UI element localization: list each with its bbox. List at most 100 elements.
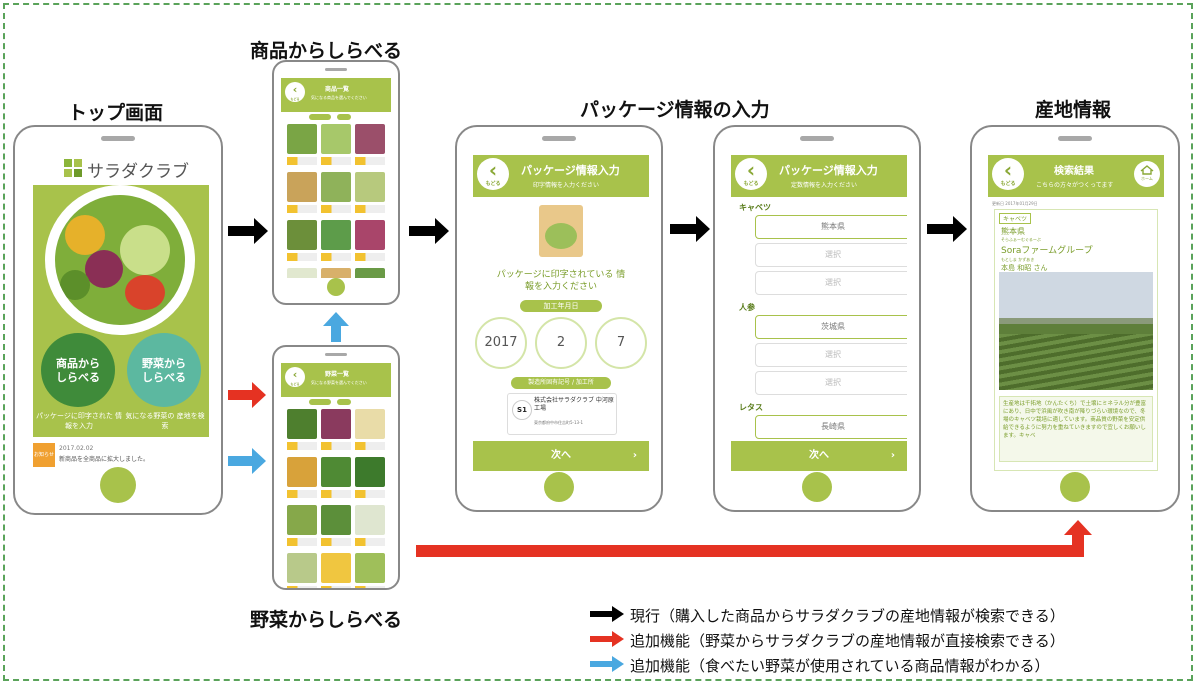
veg-thumbnail[interactable]	[287, 409, 317, 439]
year-input[interactable]: 2017	[475, 317, 527, 369]
legend-added-veg-text: 追加機能（野菜からサラダクラブの産地情報が直接検索できる）	[630, 632, 1065, 650]
origin-field[interactable]: 選択	[755, 243, 907, 267]
phone-home-button[interactable]	[544, 472, 574, 502]
veg-thumbnail[interactable]	[287, 457, 317, 487]
phone-package-1: ‹もどる パッケージ情報入力 印字情報を入力ください パッケージに印字されている…	[455, 125, 663, 512]
origin-pref: 熊本県	[1001, 227, 1025, 236]
origin-field[interactable]: 選択	[755, 343, 907, 367]
product-thumbnail[interactable]	[355, 124, 385, 154]
filter-pill[interactable]	[337, 399, 351, 405]
product-thumbnail[interactable]	[321, 124, 351, 154]
product-thumbnail-caption	[321, 253, 351, 261]
back-button[interactable]: ‹もどる	[735, 158, 767, 190]
chevron-right-icon: ›	[890, 450, 895, 461]
month-input[interactable]: 2	[535, 317, 587, 369]
product-thumbnail[interactable]	[355, 172, 385, 202]
product-thumbnail[interactable]	[287, 220, 317, 250]
factory-address: 東京都府中市住吉町5-13-1	[534, 420, 584, 425]
origin-header: ‹もどる 検索結果 こちらの方々がつくってます ホーム	[988, 155, 1164, 197]
black-arrow-icon	[590, 606, 624, 622]
origin-card: キャベツ 熊本県 そらふぁーむぐるーぷ Soraファームグループ もとしま かず…	[994, 209, 1158, 471]
product-thumbnail-caption	[321, 205, 351, 213]
veg-tag: キャベツ	[999, 213, 1032, 224]
product-thumbnail-caption	[287, 253, 317, 261]
phone-speaker	[325, 68, 347, 71]
veggie-photo	[55, 195, 185, 325]
veg-thumbnail[interactable]	[321, 409, 351, 439]
product-thumbnail-caption	[321, 157, 351, 165]
veg-thumbnail-caption	[287, 538, 317, 546]
phone-speaker	[325, 353, 347, 356]
date-label: 加工年月日	[520, 300, 602, 312]
farm-description: 生産地は千拓地（かんたくち）で土壌にミネラル分が豊富にあり、日中で浜風が吹き南が…	[999, 396, 1153, 462]
phone-speaker	[1058, 136, 1092, 141]
veg-screen: ‹もどる 野菜一覧 気になる野菜を選んでください	[281, 363, 391, 588]
blue-arrow-icon	[590, 656, 624, 672]
title-veg: 野菜からしらべる	[250, 609, 403, 631]
origin-field[interactable]: 長崎県	[755, 415, 907, 439]
veg-thumbnail-caption	[287, 490, 317, 498]
product-thumbnail[interactable]	[321, 220, 351, 250]
product-thumbnail[interactable]	[321, 172, 351, 202]
product-thumbnail-caption	[287, 157, 317, 165]
phone-package-2: ‹もどる パッケージ情報入力 定数情報を入力ください キャベツ 熊本県 選択 選…	[713, 125, 921, 512]
product-thumbnail[interactable]	[355, 268, 385, 278]
caption-veg: 気になる野菜の 産地を検索	[125, 412, 205, 430]
veg-thumbnail[interactable]	[287, 553, 317, 583]
back-button[interactable]: ‹もどる	[477, 158, 509, 190]
brand-name: サラダクラブ	[87, 162, 189, 182]
origin-field[interactable]: 熊本県	[755, 215, 907, 239]
group-name: Soraファームグループ	[1001, 246, 1093, 256]
product-thumbnail[interactable]	[321, 268, 351, 278]
origin-sub: こちらの方々がつくってます	[1036, 182, 1114, 189]
origin-field[interactable]: 茨城県	[755, 315, 907, 339]
filter-pill[interactable]	[309, 114, 331, 120]
product-thumbnail[interactable]	[287, 268, 317, 278]
origin-field[interactable]: 選択	[755, 371, 907, 395]
product-thumbnail[interactable]	[355, 220, 385, 250]
phone-home-button[interactable]	[327, 278, 345, 296]
update-date: 更新日 2017年01月29日	[992, 201, 1038, 206]
home-button[interactable]: ホーム	[1134, 161, 1160, 187]
phone-home-button[interactable]	[802, 472, 832, 502]
filter-pill[interactable]	[309, 399, 331, 405]
veg-thumbnail[interactable]	[355, 553, 385, 583]
phone-home-button[interactable]	[1060, 472, 1090, 502]
back-button[interactable]: ‹もどる	[992, 158, 1024, 190]
day-input[interactable]: 7	[595, 317, 647, 369]
filter-pill[interactable]	[337, 114, 351, 120]
phone-home-button[interactable]	[100, 467, 136, 503]
veg-thumbnail[interactable]	[355, 505, 385, 535]
veg-thumbnail[interactable]	[355, 457, 385, 487]
veg-thumbnail-caption	[321, 442, 351, 450]
products-header-title: 商品一覧	[325, 86, 350, 93]
package-2-header: ‹もどる パッケージ情報入力 定数情報を入力ください	[731, 155, 907, 197]
veg-thumbnail[interactable]	[321, 553, 351, 583]
search-by-veg-button[interactable]: 野菜から しらべる	[127, 333, 201, 407]
veg-thumbnail-caption	[355, 586, 385, 588]
product-thumbnail[interactable]	[287, 172, 317, 202]
next-button[interactable]: 次へ ›	[473, 441, 649, 471]
next-button[interactable]: 次へ ›	[731, 441, 907, 471]
back-button[interactable]: ‹もどる	[285, 367, 305, 387]
product-thumbnail-caption	[287, 205, 317, 213]
veg-thumbnail[interactable]	[321, 505, 351, 535]
next-label: 次へ	[551, 450, 571, 461]
product-thumbnail[interactable]	[287, 124, 317, 154]
package-prompt: パッケージに印字されている 情報を入力ください	[496, 270, 626, 292]
package-1-screen: ‹もどる パッケージ情報入力 印字情報を入力ください パッケージに印字されている…	[473, 155, 649, 471]
veg-thumbnail[interactable]	[321, 457, 351, 487]
next-label: 次へ	[809, 450, 829, 461]
package-1-sub: 印字情報を入力ください	[533, 182, 600, 189]
legend-current-text: 現行（購入した商品からサラダクラブの産地情報が検索できる）	[630, 607, 1065, 625]
veg-thumbnail[interactable]	[287, 505, 317, 535]
origin-field[interactable]: 選択	[755, 271, 907, 295]
factory-card[interactable]: S1 株式会社サラダクラブ 中河原工場 東京都府中市住吉町5-13-1	[507, 393, 617, 435]
search-by-product-button[interactable]: 商品から しらべる	[41, 333, 115, 407]
factory-code: S1	[512, 400, 532, 420]
veg-header-title: 野菜一覧	[325, 371, 350, 378]
veg-thumbnail-caption	[321, 538, 351, 546]
veg-thumbnail-caption	[321, 586, 351, 588]
back-button[interactable]: ‹もどる	[285, 82, 305, 102]
veg-thumbnail[interactable]	[355, 409, 385, 439]
